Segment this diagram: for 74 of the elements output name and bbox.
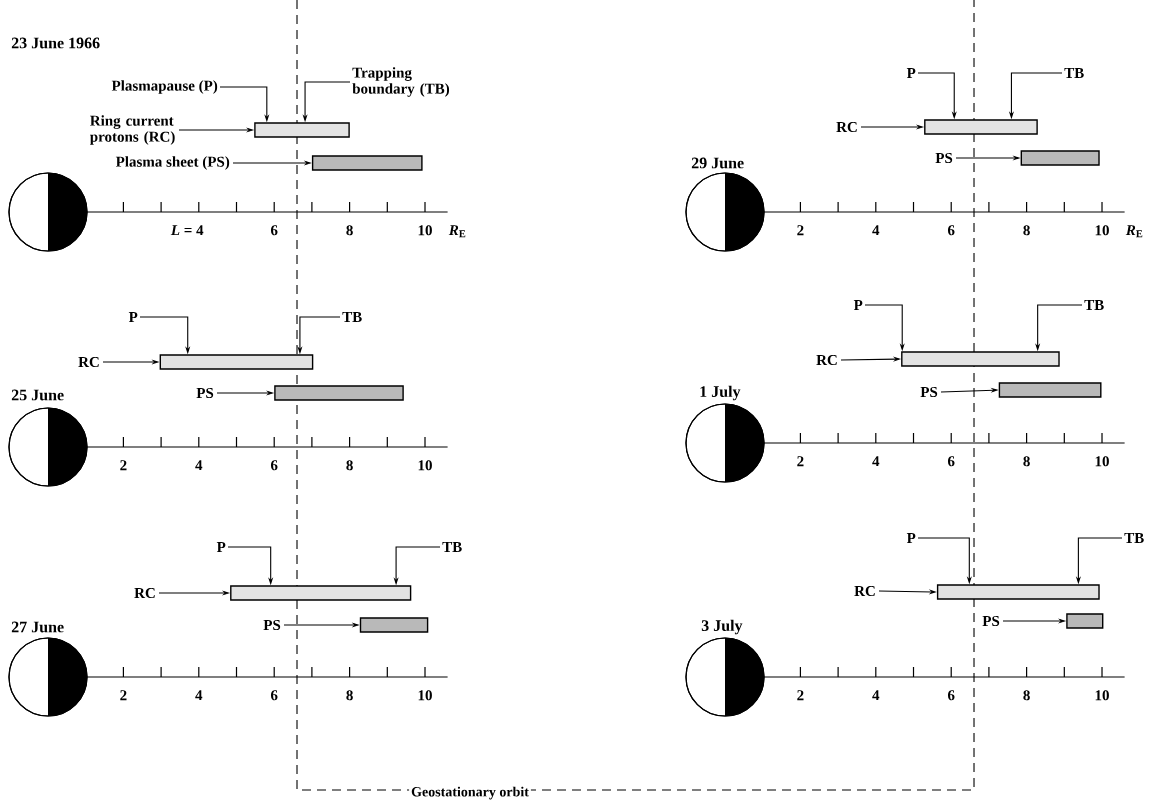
boundary-label: P — [216, 542, 226, 552]
region-bar — [936, 584, 1100, 600]
tick-label: 8 — [346, 460, 353, 471]
unit-label: R$_{E}$ — [448, 225, 466, 238]
population-label: PS — [935, 152, 953, 164]
tick-label: 2 — [120, 460, 127, 471]
boundary-label: TB — [342, 312, 362, 322]
population-label: RC — [78, 356, 99, 368]
tick-label: 10 — [418, 460, 432, 471]
region-bar — [230, 585, 412, 601]
boundary-label: TB — [1064, 68, 1084, 78]
date-label: 3 July — [701, 619, 743, 635]
date-label: 29 June — [691, 157, 744, 169]
tick-label: 4 — [195, 690, 203, 701]
tick-label: 6 — [270, 690, 278, 701]
tick-label: 10 — [1095, 225, 1109, 236]
population-label: PS — [263, 619, 281, 631]
population-label: Ring current protons (RC) — [90, 115, 175, 145]
boundary-label: TB — [1084, 300, 1104, 310]
tick-label: 8 — [1023, 225, 1030, 236]
region-bar — [1066, 613, 1104, 629]
boundary-label: Trapping boundary (TB) — [352, 67, 450, 97]
tick-label: 2 — [797, 225, 804, 236]
region-bar — [1020, 150, 1100, 166]
region-bar — [901, 351, 1060, 367]
region-bar — [311, 155, 423, 171]
boundary-label: P — [853, 300, 863, 310]
tick-label: 10 — [1095, 690, 1109, 701]
date-label: 27 June — [11, 621, 64, 633]
population-label: RC — [836, 121, 857, 133]
region-bar — [359, 617, 429, 633]
tick-label: 2 — [120, 690, 127, 701]
orbit-label: Geostationary orbit — [409, 784, 531, 802]
tick-label: 8 — [346, 690, 353, 701]
region-bar — [159, 354, 314, 370]
tick-label: 8 — [1023, 456, 1030, 467]
date-label: 23 June 1966 — [11, 37, 100, 49]
population-label: RC — [816, 354, 837, 366]
tick-label: 10 — [418, 690, 432, 701]
region-bar — [254, 122, 350, 138]
tick-label: 6 — [948, 690, 955, 701]
population-label: Plasma sheet (PS) — [115, 156, 230, 170]
region-bar — [274, 385, 404, 401]
population-label: PS — [196, 387, 214, 399]
tick-label: 10 — [1095, 456, 1109, 467]
date-label: 25 June — [11, 389, 64, 401]
tick-label: 6 — [948, 225, 955, 236]
tick-label: 4 — [195, 460, 203, 471]
population-label: PS — [920, 386, 938, 398]
tick-label: 4 — [872, 225, 880, 236]
tick-label: L = 4 — [170, 225, 204, 236]
tick-label: 6 — [270, 225, 278, 236]
tick-label: 2 — [797, 690, 804, 701]
boundary-label: TB — [442, 542, 462, 552]
boundary-label: P — [128, 312, 138, 322]
boundary-label: Plasmapause (P) — [111, 80, 218, 94]
date-label: 1 July — [700, 385, 741, 401]
population-label: RC — [134, 587, 155, 599]
tick-label: 6 — [270, 460, 278, 471]
boundary-label: P — [906, 68, 916, 78]
tick-label: 4 — [872, 456, 880, 467]
region-bar — [998, 382, 1102, 398]
boundary-label: P — [906, 533, 916, 543]
tick-label: 6 — [948, 456, 955, 467]
tick-label: 8 — [1023, 690, 1030, 701]
tick-label: 2 — [797, 456, 804, 467]
population-label: RC — [854, 585, 875, 597]
population-label: PS — [982, 615, 1000, 627]
boundary-label: TB — [1124, 533, 1144, 543]
tick-label: 8 — [346, 225, 353, 236]
unit-label: R$_{E}$ — [1125, 225, 1143, 238]
tick-label: 10 — [418, 225, 432, 236]
region-bar — [924, 119, 1038, 135]
tick-label: 4 — [872, 690, 880, 701]
